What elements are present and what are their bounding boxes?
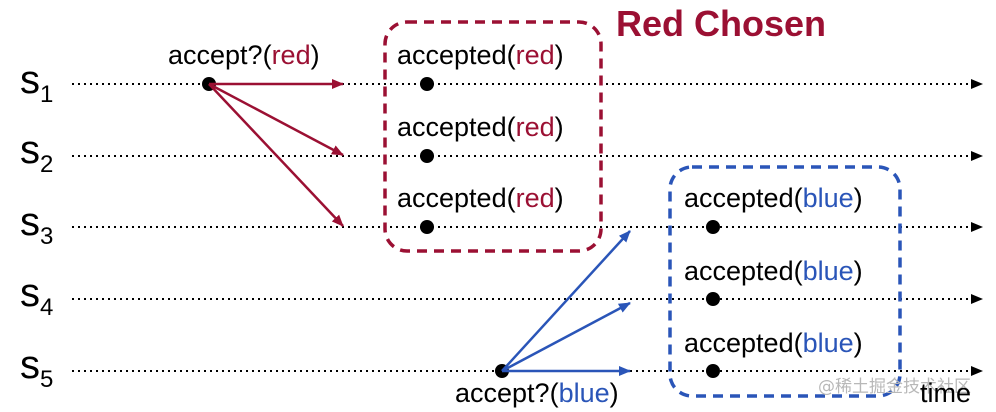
accepted-red-label-s1: accepted(red): [397, 40, 564, 70]
red-chosen-box: [383, 20, 603, 253]
accepted-blue-dot-s4: [706, 292, 720, 306]
red-arrow-s2: [208, 82, 344, 157]
blue-arrow-s3: [501, 230, 631, 372]
accepted-red-dot-s2: [420, 149, 434, 163]
server-label-s5: s5: [20, 343, 53, 393]
blue-accepted-box: [668, 165, 902, 398]
accepted-red-dot-s3: [420, 220, 434, 234]
server-label-s4: s4: [20, 271, 53, 321]
server-label-s1: s1: [20, 58, 53, 108]
server-label-s2: s2: [20, 128, 53, 178]
accepted-blue-label-s4: accepted(blue): [684, 256, 863, 286]
accepted-red-label-s2: accepted(red): [397, 112, 564, 142]
proposal-red-label: accept?(red): [168, 40, 320, 70]
time-axis-label: time: [920, 378, 971, 408]
blue-arrow-s4: [501, 301, 631, 373]
accepted-blue-dot-s3: [706, 220, 720, 234]
accepted-blue-label-s3: accepted(blue): [684, 183, 863, 213]
proposal-blue-label: accept?(blue): [455, 378, 619, 408]
accepted-red-dot-s1: [420, 77, 434, 91]
accepted-blue-label-s5: accepted(blue): [684, 328, 863, 358]
red-arrow-s3: [208, 83, 344, 227]
watermark-text: @稀土掘金技术社区: [818, 377, 971, 397]
chosen-title: Red Chosen: [616, 3, 826, 44]
accepted-red-label-s3: accepted(red): [397, 183, 564, 213]
accepted-blue-dot-s5: [706, 364, 720, 378]
server-label-s3: s3: [20, 200, 53, 250]
